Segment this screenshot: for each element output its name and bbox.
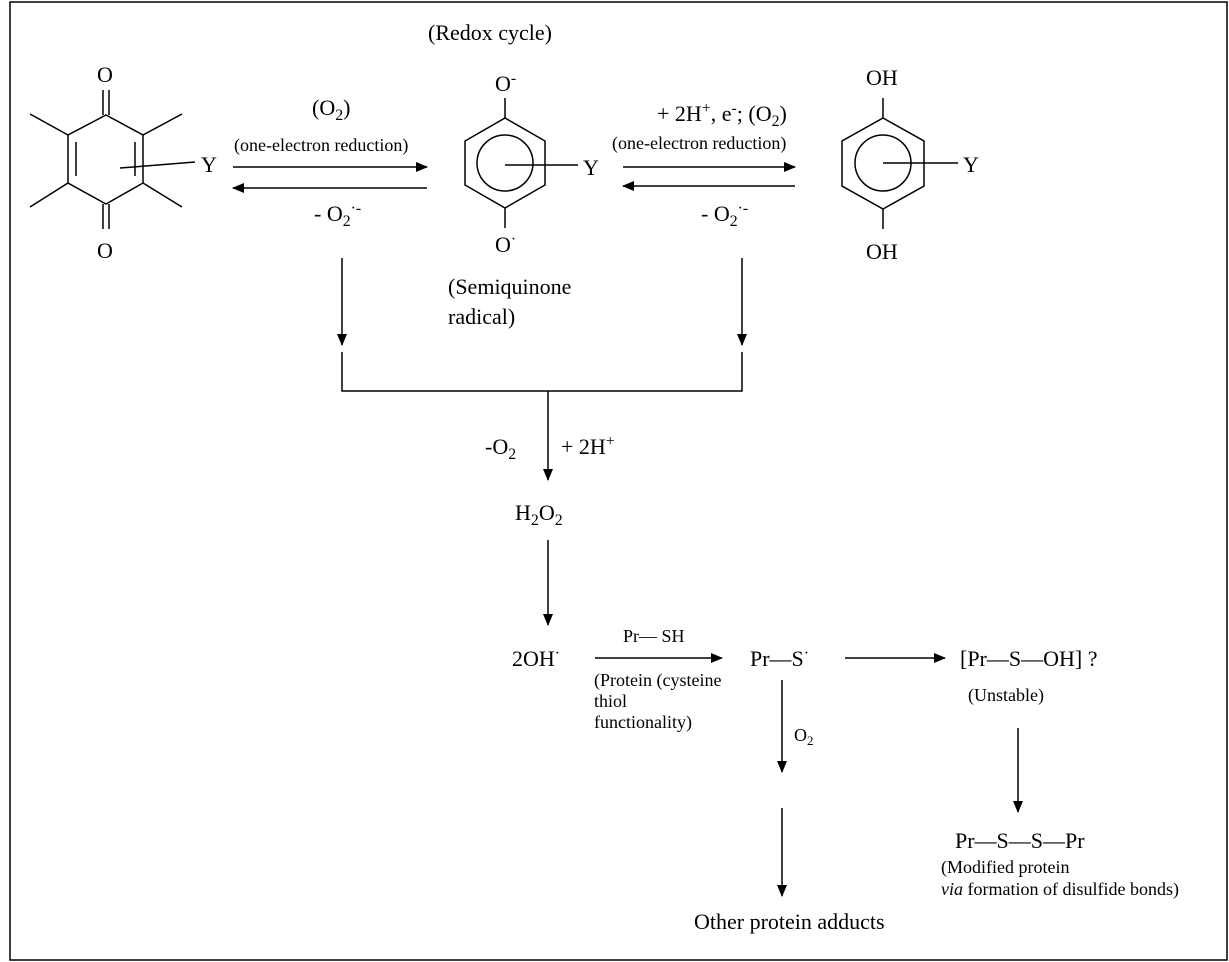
disulfide-product: Pr—S—S—Pr [955, 828, 1085, 853]
hydroquinone-substituent: Y [963, 152, 979, 177]
hydrogen-peroxide: H2O2 [515, 500, 563, 530]
o2-branch-label: O2 [794, 725, 814, 749]
frame-border [9, 1, 1228, 961]
thiyl-radical: Pr—S· [750, 645, 810, 671]
quinone-structure [29, 90, 196, 229]
hydroquinone-bottom-oh: OH [866, 239, 898, 264]
protein-thiol-reagent: Pr— SH [623, 626, 685, 646]
quinone-bottom-oxygen: O [97, 238, 113, 263]
merge-bracket [341, 352, 743, 392]
semiquinone-bottom-oxygen: O· [495, 231, 517, 257]
semiquinone-top-oxygen: O- [495, 70, 517, 96]
hydroxyl-radical: 2OH· [512, 645, 561, 671]
disulfide-note-line2: via formation of disulfide bonds) [941, 879, 1179, 899]
semiquinone-substituent: Y [583, 155, 599, 180]
merge-left-label: -O2 [485, 434, 517, 464]
protein-thiol-note-line3: functionality) [594, 712, 692, 732]
step2-condition: (one-electron reduction) [612, 133, 787, 153]
merge-right-label: + 2H+ [561, 433, 615, 459]
sulfenic-acid: [Pr—S—OH] ? [960, 646, 1098, 671]
step1-back-product: - O2·- [314, 200, 362, 231]
semiquinone-structure [464, 98, 578, 228]
redox-cycle-label: (Redox cycle) [428, 20, 552, 45]
hydroquinone-structure [841, 98, 958, 229]
semiquinone-label-line2: radical) [448, 304, 516, 329]
step1-reagent: (O2) [312, 95, 351, 125]
quinone-top-oxygen: O [97, 62, 113, 87]
protein-thiol-note-line2: thiol [594, 691, 628, 711]
step2-reagent: + 2H+, e-; (O2) [657, 100, 787, 131]
other-protein-adducts: Other protein adducts [694, 909, 885, 934]
step2-back-product: - O2·- [701, 200, 749, 231]
sulfenic-note: (Unstable) [968, 685, 1044, 705]
quinone-substituent: Y [201, 152, 217, 177]
protein-thiol-note-line1: (Protein (cysteine [594, 670, 722, 690]
semiquinone-label-line1: (Semiquinone [448, 274, 572, 299]
step1-condition: (one-electron reduction) [234, 135, 409, 155]
hydroquinone-top-oh: OH [866, 65, 898, 90]
disulfide-note-line1: (Modified protein [941, 857, 1070, 877]
